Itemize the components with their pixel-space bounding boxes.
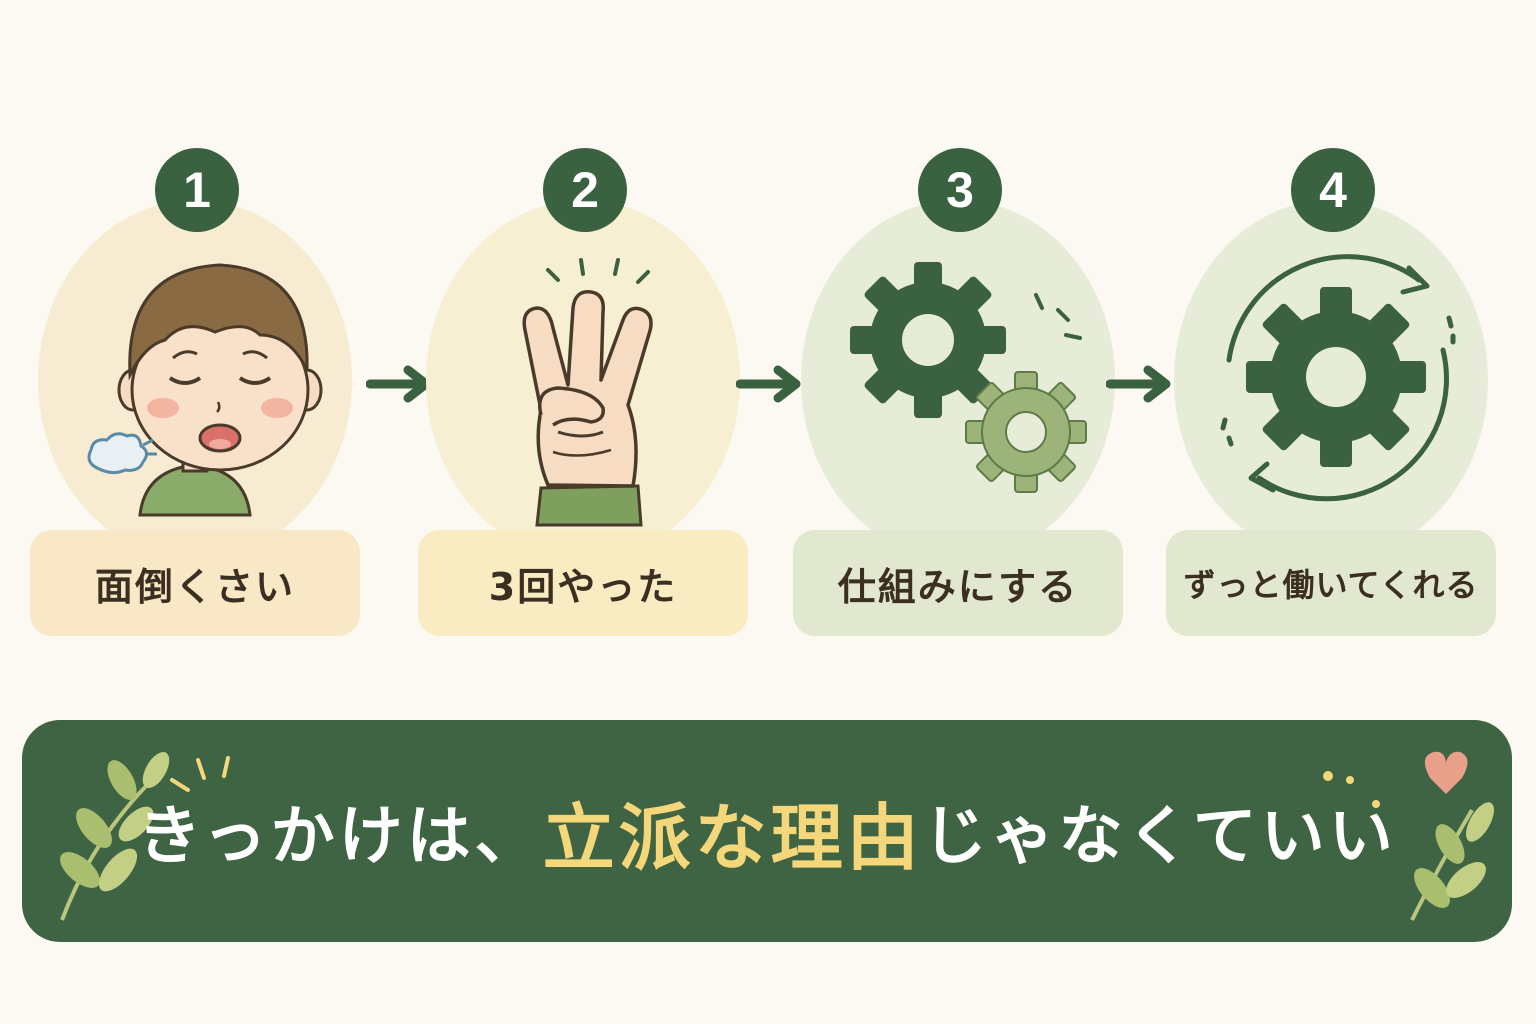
- arrow-right-icon: [1106, 365, 1171, 403]
- banner-decoration: [60, 751, 1494, 921]
- step-2-label: 3回やった: [418, 530, 748, 636]
- step-4-label: ずっと働いてくれる: [1166, 530, 1496, 636]
- step-2-number-badge: 2: [543, 148, 627, 232]
- leaf-sprig-left-icon: [60, 751, 170, 921]
- step-1-number-badge: 1: [155, 148, 239, 232]
- two-gears-icon: [850, 262, 1087, 493]
- step-3: 3: [793, 0, 1123, 660]
- banner-headline: きっかけは、立派な理由じゃなくていい: [22, 720, 1512, 942]
- step-4-number-badge: 4: [1291, 148, 1375, 232]
- three-fingers-icon: [522, 258, 653, 527]
- heart-icon: [1424, 751, 1468, 794]
- leaf-sprig-right-icon: [1410, 802, 1494, 921]
- message-banner: きっかけは、立派な理由じゃなくていい: [22, 720, 1512, 942]
- headline-lead: きっかけは、: [137, 800, 543, 874]
- tired-child-icon: [87, 263, 323, 517]
- step-2: 2 3回やった: [418, 0, 748, 660]
- gear-cycle-icon: [1220, 254, 1456, 502]
- headline-highlight: 立派な理由: [542, 795, 923, 880]
- arrow-right-icon: [736, 365, 801, 403]
- step-4: 4: [1166, 0, 1496, 660]
- step-1-label: 面倒くさい: [30, 530, 360, 636]
- step-3-label: 仕組みにする: [793, 530, 1123, 636]
- headline-tail: じゃなくていい: [922, 800, 1397, 874]
- step-3-number-badge: 3: [918, 148, 1002, 232]
- step-1: 1: [30, 0, 360, 660]
